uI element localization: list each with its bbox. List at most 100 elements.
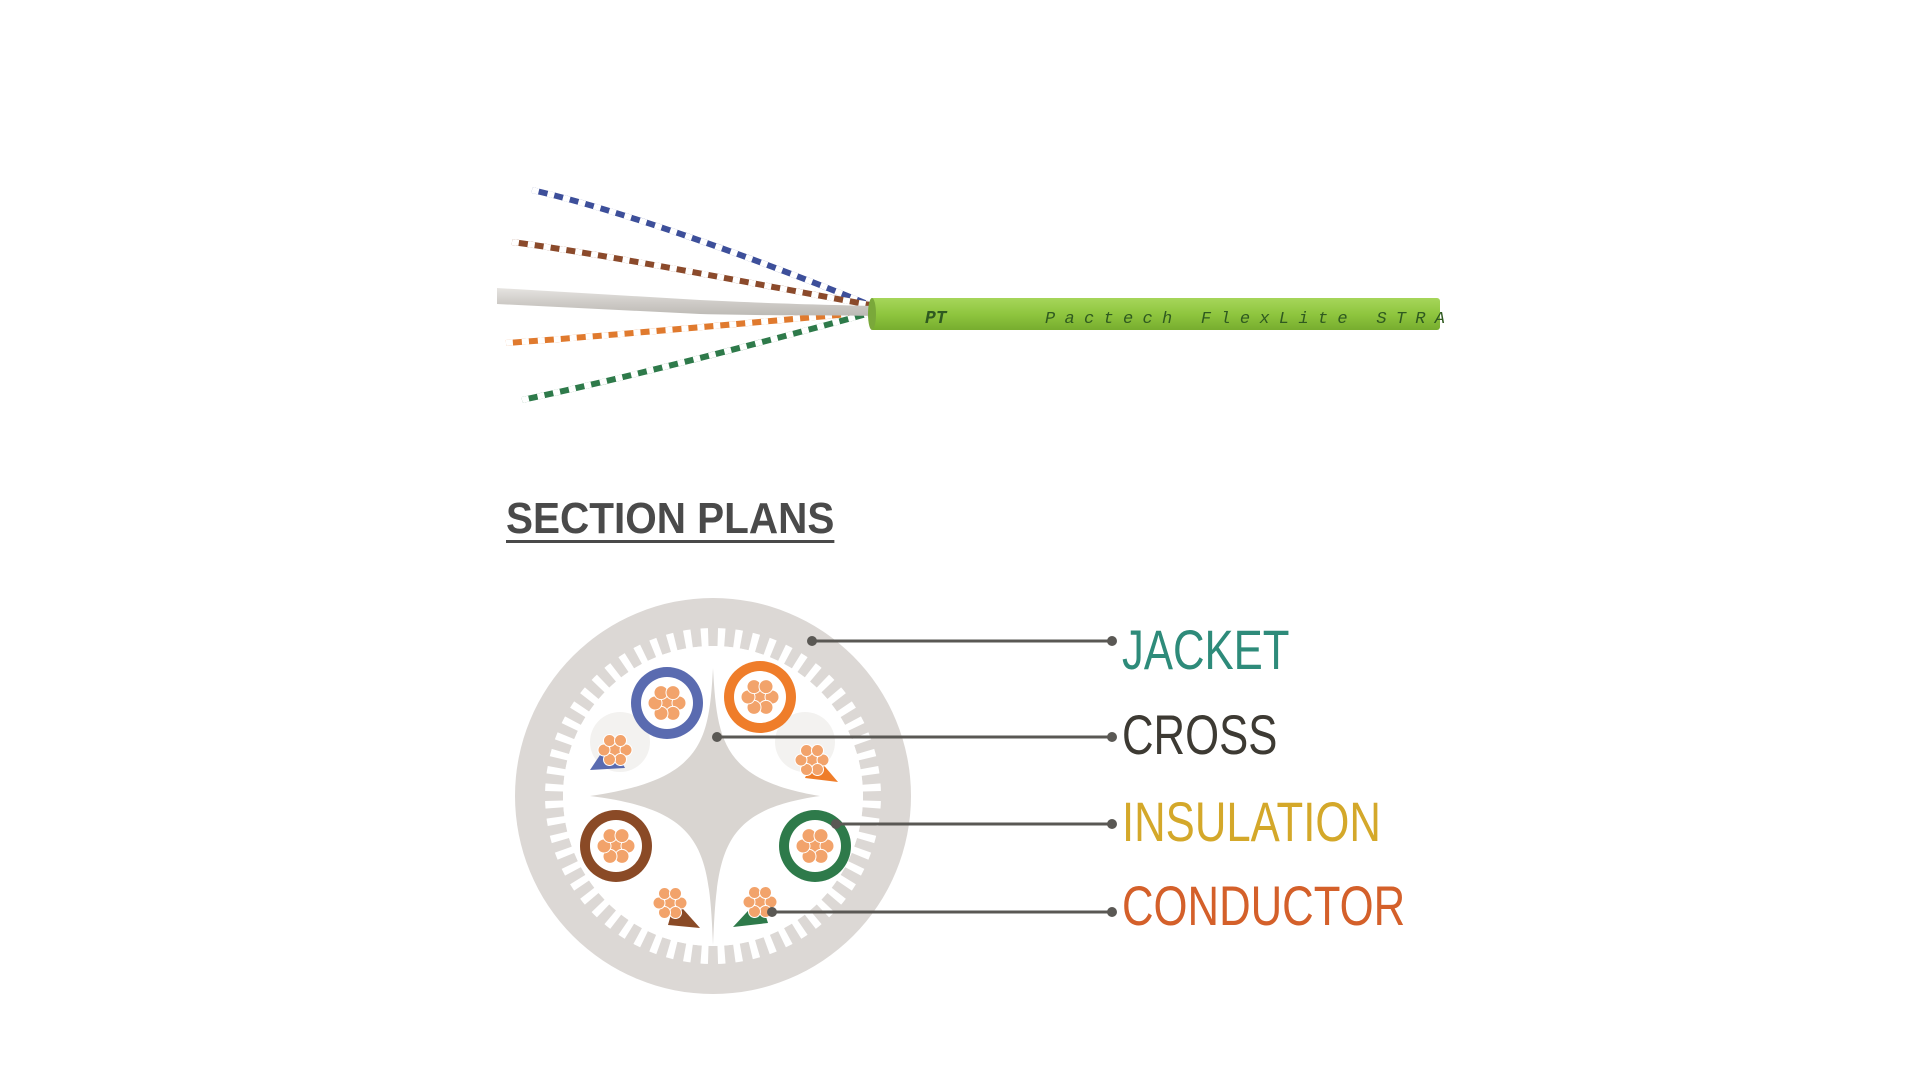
- jacket-rib: [561, 705, 586, 725]
- leader-jacket: [807, 636, 1117, 646]
- jacket-rib: [561, 867, 586, 887]
- jacket-rib: [689, 624, 702, 648]
- conductor-strand: [816, 753, 830, 767]
- jacket-rib: [797, 653, 819, 678]
- jacket-rib: [854, 737, 879, 754]
- leader-lines: [712, 636, 1117, 917]
- jacket-rib: [724, 944, 737, 968]
- conductor-strand: [748, 885, 761, 899]
- blue-pair: [531, 187, 872, 308]
- jacket-rib: [769, 636, 788, 661]
- jacket-rib: [797, 914, 819, 939]
- jacket-rib: [654, 937, 671, 962]
- ripcord-filler: [497, 288, 874, 316]
- jacket-rib: [861, 772, 885, 785]
- jacket-rib: [854, 838, 879, 855]
- jacket-rib: [581, 892, 605, 915]
- conductor-strand: [603, 753, 616, 767]
- jacket-rib: [858, 755, 883, 770]
- twisted-pairs: [497, 187, 875, 403]
- jacket-rib: [672, 626, 687, 651]
- conductor-strand: [658, 886, 671, 900]
- jacket-rib: [570, 880, 595, 902]
- conductor-strand: [652, 896, 666, 910]
- jacket-rib: [739, 941, 754, 966]
- cable-jacket: PT Pactech FlexLite STRA: [868, 298, 1445, 330]
- jacket-rib: [581, 677, 605, 700]
- conductor-strand: [614, 733, 627, 747]
- conductor-strand: [658, 906, 671, 920]
- jacket-rib: [543, 822, 568, 837]
- jacket-rib: [848, 852, 873, 871]
- jacket-rib: [622, 644, 642, 669]
- jacket-rib: [821, 677, 845, 700]
- brown-pair: [511, 239, 871, 308]
- jacket-rib: [638, 931, 657, 956]
- cross-filler: [590, 668, 820, 945]
- conductor-strand: [758, 679, 774, 695]
- jacket-rib: [724, 624, 737, 648]
- jacket-rib: [739, 626, 754, 651]
- jacket-rib: [831, 690, 856, 712]
- jacket-rib: [570, 690, 595, 712]
- conductor-strand: [669, 906, 682, 920]
- jacket-rib: [755, 937, 772, 962]
- green-pair: [521, 309, 875, 403]
- jacket-rib: [553, 721, 578, 740]
- orange-pair: [505, 309, 873, 346]
- conductor-strand: [614, 753, 627, 767]
- cross-label: CROSS: [1122, 703, 1278, 766]
- jacket-rib: [784, 923, 804, 948]
- jacket-rib: [848, 721, 873, 740]
- jacket-rib: [594, 904, 617, 928]
- conductor-strand: [614, 828, 630, 844]
- jacket-rib: [858, 822, 883, 837]
- jacket-rib: [607, 653, 629, 678]
- jacket-rib: [547, 737, 572, 754]
- conductor-strand: [811, 743, 824, 757]
- jacket-rib: [707, 945, 719, 968]
- jacket-rib: [672, 941, 687, 966]
- conductor-strand: [794, 753, 808, 767]
- conductor-strand: [811, 763, 824, 777]
- conductor-strand: [597, 743, 611, 757]
- jacket-rib: [654, 630, 671, 655]
- pair-brown: [580, 810, 700, 928]
- insulation-label: INSULATION: [1122, 790, 1381, 853]
- pair-blue: [590, 667, 703, 770]
- cross-section-diagram: [515, 598, 911, 994]
- conductor-strand: [813, 828, 829, 844]
- jacket-rib: [541, 772, 565, 785]
- jacket-rib: [862, 790, 885, 802]
- jacket-rib: [547, 838, 572, 855]
- leader-conductor: [767, 907, 1117, 917]
- jacket-print: Pactech FlexLite STRA: [1045, 310, 1445, 329]
- jacket-logo: PT: [925, 309, 948, 329]
- conductor-strand: [619, 743, 633, 757]
- conductor-strand: [742, 895, 756, 909]
- leader-insulation: [831, 819, 1117, 829]
- jacket-rib: [831, 880, 856, 902]
- jacket-rib: [840, 867, 865, 887]
- jacket-ribs: [541, 624, 885, 968]
- conductor-strand: [669, 886, 682, 900]
- jacket-rib: [840, 705, 865, 725]
- conductor-strand: [800, 763, 813, 777]
- jacket-rib: [755, 630, 772, 655]
- jacket-rib: [809, 904, 832, 928]
- conductor-strand: [759, 885, 772, 899]
- conductor-strand: [748, 905, 761, 919]
- conductor-label: CONDUCTOR: [1122, 874, 1406, 937]
- jacket-rib: [638, 636, 657, 661]
- jacket-rib: [809, 664, 832, 688]
- jacket-rib: [707, 624, 719, 647]
- jacket-rib: [861, 807, 885, 820]
- jacket-rib: [622, 923, 642, 948]
- jacket-label: JACKET: [1122, 618, 1290, 681]
- conductor-strand: [603, 733, 616, 747]
- conductor-strand: [674, 896, 688, 910]
- jacket-rib: [594, 664, 617, 688]
- jacket-rib: [553, 852, 578, 871]
- jacket-rib: [607, 914, 629, 939]
